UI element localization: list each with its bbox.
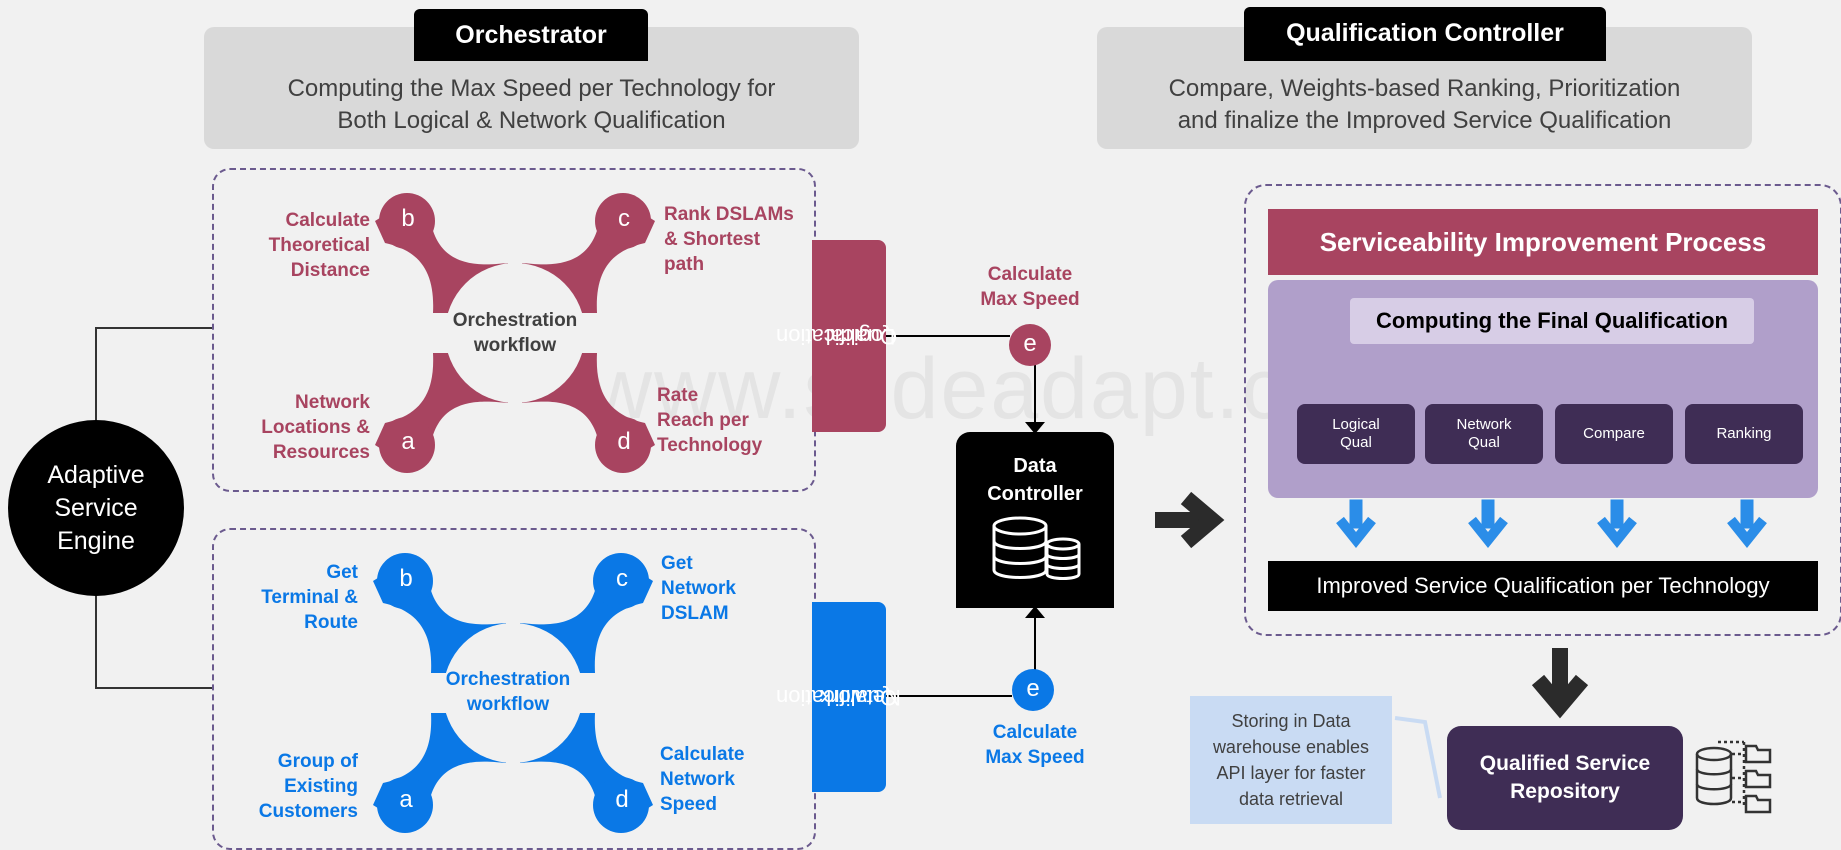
network-step-b-line1: Get [326,562,358,583]
network-step-b-line3: Route [304,612,358,633]
network-letter-b: b [399,565,413,592]
logical-step-b-line2: Theoretical [268,235,370,256]
orchestrator-desc-line2: Both Logical & Network Qualification [337,107,726,134]
qualification-controller-desc-line1: Compare, Weights-based Ranking, Prioriti… [1168,75,1681,102]
database-folders-icon [1695,740,1772,814]
network-letter-c: c [616,565,628,592]
orchestrator-desc-line1: Computing the Max Speed per Technology f… [287,75,776,102]
data-warehouse-note: Storing in Data warehouse enables API la… [1190,696,1392,824]
network-qual-line1: Network [1456,416,1512,433]
logical-step-c-line3: path [664,254,705,275]
logical-workflow-line2: workflow [473,335,557,356]
ranking-label: Ranking [1716,425,1772,442]
network-step-a-line1: Group of [277,751,358,772]
logical-letter-d: d [617,428,631,455]
computing-final-qualification: Computing the Final Qualification [1350,298,1754,344]
logical-bar-line2: Qualification [776,324,898,349]
note-line1: Storing in Data [1231,711,1351,731]
logical-letter-b: b [401,205,415,232]
network-step-e-line1: Calculate [992,722,1078,743]
adaptive-service-engine: Adaptive Service Engine [8,420,184,596]
network-workflow-shape [373,553,653,833]
note-line3: API layer for faster [1216,763,1366,783]
logical-letter-a: a [401,428,415,455]
logical-qualification-bar: Logical Qualification [776,240,898,432]
database-icon [992,516,1081,580]
data-controller-line2: Controller [987,483,1083,505]
note-line4: data retrieval [1238,789,1344,809]
logical-step-d-line3: Technology [657,435,763,456]
compare-label: Compare [1583,425,1645,442]
logical-step-a-line1: Network [295,392,370,413]
improved-service-qualification: Improved Service Qualification per Techn… [1268,561,1818,611]
logical-step-b-label: Calculate Theoretical Distance [230,208,370,283]
logical-step-c-line2: & Shortest [664,229,761,250]
network-workflow-line1: Orchestration [445,669,571,690]
ranking-box: Ranking [1685,404,1803,464]
network-qual-line2: Qual [1468,434,1500,451]
orchestrator-tab: Orchestrator [414,9,648,61]
network-step-a-line2: Existing [284,776,358,797]
logical-letter-c: c [618,205,630,232]
network-step-c-line1: Get [661,553,693,574]
logical-step-a-label: Network Locations & Resources [220,390,370,465]
logical-step-c-label: Rank DSLAMs & Shortest path [664,202,814,277]
logical-step-b-line1: Calculate [285,210,370,231]
logical-step-e-line1: Calculate [987,264,1073,285]
engine-line2: Service [54,493,138,522]
serviceability-title: Serviceability Improvement Process [1268,209,1818,275]
engine-line3: Engine [57,526,135,555]
network-step-c-line2: Network [661,578,736,599]
repository-line2: Repository [1510,780,1620,803]
network-step-d-line1: Calculate [660,744,745,765]
logical-step-a-line3: Resources [272,442,370,463]
network-workflow-line2: workflow [466,694,550,715]
logical-step-e-line2: Max Speed [980,289,1080,310]
network-step-e-line2: Max Speed [985,747,1085,768]
logical-workflow-label: Orchestration workflow [440,308,590,358]
logical-step-d-label: Rate Reach per Technology [657,383,807,458]
logical-workflow-shape [375,193,655,473]
network-step-e-label: Calculate Max Speed [965,720,1105,770]
network-step-a-label: Group of Existing Customers [216,749,358,824]
network-step-c-line3: DSLAM [661,603,729,624]
network-step-e: e [1012,669,1054,711]
note-line2: warehouse enables [1212,737,1370,757]
network-letter-d: d [615,786,629,813]
qualified-service-repository: Qualified Service Repository [1447,726,1683,830]
logical-qual-line1: Logical [1332,416,1380,433]
network-step-b-line2: Terminal & [261,587,358,608]
logical-workflow-line1: Orchestration [452,310,578,331]
network-step-c-label: Get Network DSLAM [661,551,811,626]
network-workflow-label: Orchestration workflow [433,667,583,717]
network-step-d-line3: Speed [660,794,718,815]
network-step-b-label: Get Terminal & Route [216,560,358,635]
network-bar-line2: Qualification [776,685,898,710]
repository-line1: Qualified Service [1479,752,1651,775]
qualification-controller-tab: Qualification Controller [1244,7,1606,61]
network-step-d-label: Calculate Network Speed [660,742,810,817]
data-controller-line1: Data [1013,455,1057,477]
logical-step-d-line2: Reach per [657,410,749,431]
logical-step-a-line2: Locations & [261,417,370,438]
logical-qual-line2: Qual [1340,434,1372,451]
engine-line1: Adaptive [47,460,145,489]
network-step-d-line2: Network [660,769,735,790]
logical-step-d-line1: Rate [657,385,699,406]
logical-step-c-line1: Rank DSLAMs [664,204,794,225]
data-controller: Data Controller [956,432,1114,608]
logical-step-b-line3: Distance [290,260,370,281]
compare-box: Compare [1555,404,1673,464]
network-step-a-line3: Customers [258,801,358,822]
logical-step-e: e [1009,324,1051,366]
network-qualification-bar: Network Qualification [776,602,901,792]
logical-step-e-label: Calculate Max Speed [960,262,1100,312]
network-letter-a: a [399,786,413,813]
qualification-controller-desc-line2: and finalize the Improved Service Qualif… [1177,107,1672,134]
